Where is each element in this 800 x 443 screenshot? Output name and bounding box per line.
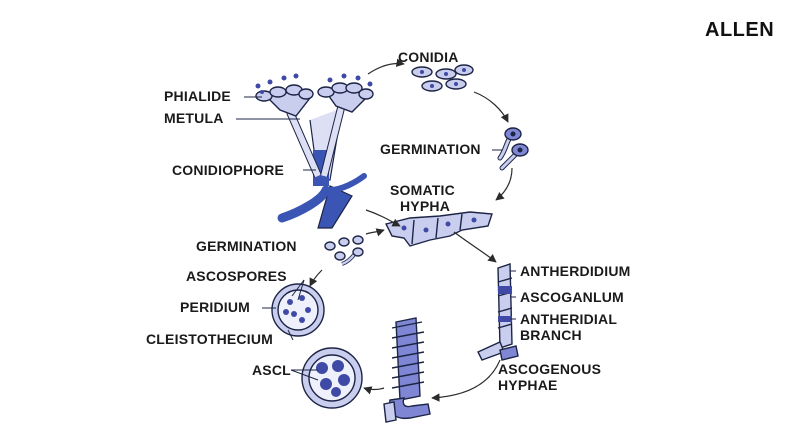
label-germination-top: GERMINATION: [380, 141, 481, 157]
conidia-group: [411, 64, 474, 92]
label-peridium: PERIDIUM: [180, 299, 250, 315]
phialide-head-left: [255, 73, 314, 117]
label-somatic-line2: HYPHA: [400, 198, 450, 214]
label-asci: ASCL: [252, 362, 291, 378]
label-conidiophore: CONIDIOPHORE: [172, 162, 284, 178]
label-metula: METULA: [164, 110, 224, 126]
phialide-head-right: [317, 73, 374, 113]
brand-logo: ALLEN: [705, 19, 774, 41]
cleistothecium: [271, 283, 325, 337]
conidiophore-structure: [255, 73, 374, 229]
conidiophore-base: [317, 185, 353, 229]
germinating-ascospores: [324, 235, 364, 266]
label-cleistothecium: CLEISTOTHECIUM: [146, 331, 273, 347]
label-ascoganlum: ASCOGANLUM: [520, 289, 624, 305]
label-pointers: [236, 96, 516, 381]
somatic-hypha: [384, 211, 493, 247]
label-somatic-line1: SOMATIC: [390, 182, 455, 198]
label-conidia: CONIDIA: [398, 49, 459, 65]
conidiophore-foot: [277, 185, 331, 223]
antheridium-structure: [477, 263, 519, 361]
label-ascospores: ASCOSPORES: [186, 268, 287, 284]
label-antheridial-line2: BRANCH: [520, 327, 582, 343]
germinating-conidium: [497, 127, 529, 171]
ascogenous-coil: [383, 317, 431, 423]
asci-cluster: [301, 347, 363, 409]
label-antheridial-line1: ANTHERIDIAL: [520, 311, 617, 327]
cycle-arrows: [309, 58, 513, 402]
label-germination-left: GERMINATION: [196, 238, 297, 254]
label-antherdidium: ANTHERDIDIUM: [520, 263, 631, 279]
label-phialide: PHIALIDE: [164, 88, 231, 104]
label-ascogenous-line1: ASCOGENOUS: [498, 361, 601, 377]
label-ascogenous-line2: HYPHAE: [498, 377, 558, 393]
